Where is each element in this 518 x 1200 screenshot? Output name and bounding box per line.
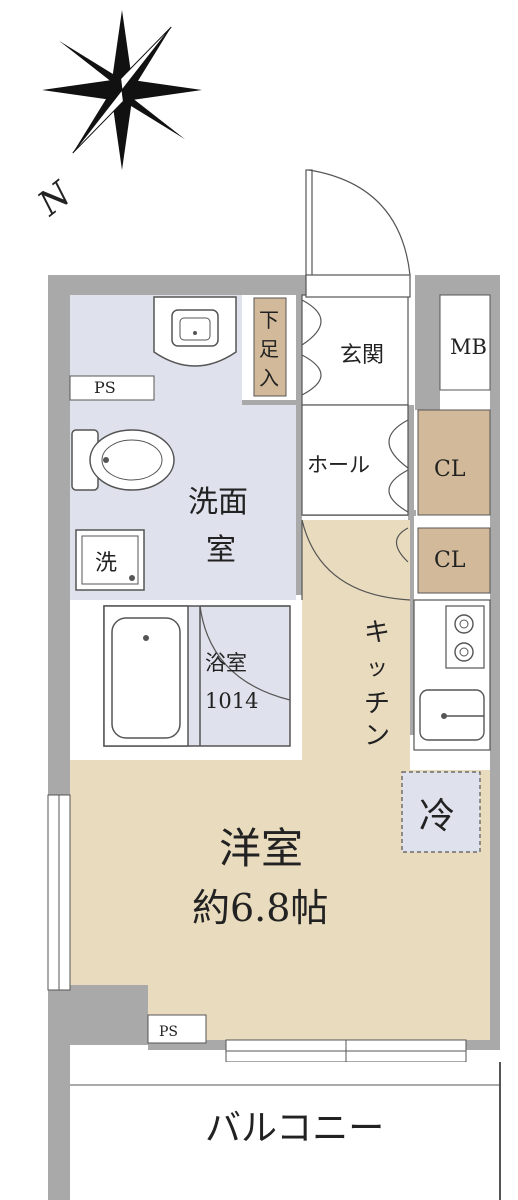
- sink-icon: [153, 296, 237, 367]
- entrance-door: [305, 169, 411, 298]
- genkan-label: 玄関: [340, 343, 384, 368]
- stove-icon: [445, 605, 485, 669]
- mb-box: [439, 294, 491, 391]
- cl-upper-label: CL: [434, 457, 466, 482]
- kitchen-sink-icon: [419, 689, 485, 741]
- balcony-label: バルコニー: [205, 1108, 384, 1149]
- genkan-closet-door-swing: [301, 299, 322, 396]
- window-south: [225, 1039, 467, 1063]
- closet-upper: [417, 409, 491, 516]
- north-label: N: [30, 173, 80, 224]
- kitchen-label-1: キ: [364, 618, 390, 648]
- getabako-label-1: 下: [259, 308, 279, 332]
- kitchen-label-2: ッ: [366, 656, 388, 681]
- getabako-label-2: 足: [259, 337, 279, 361]
- bath-door-swing: [199, 605, 291, 701]
- bathtub-icon: [111, 617, 181, 739]
- mb-label: MB: [450, 335, 487, 359]
- kitchen-door-swing: [301, 519, 411, 601]
- washer-label: 洗: [95, 551, 117, 576]
- kitchen-label-4: ン: [364, 721, 390, 751]
- ps-upper-label: PS: [94, 378, 116, 397]
- getabako-label-3: 入: [259, 366, 279, 390]
- western-label-2: 約6.8帖: [192, 886, 328, 930]
- fridge-box: [401, 771, 481, 853]
- ps-upper-box: [69, 375, 155, 401]
- toilet-icon: [71, 429, 175, 491]
- fridge-label: 冷: [419, 796, 455, 837]
- ps-lower-label: PS: [159, 1024, 178, 1040]
- western-room-floor: [70, 520, 490, 1040]
- bath-label-1: 浴室: [205, 651, 247, 675]
- senmen-label-2: 室: [206, 533, 236, 568]
- window-west: [47, 794, 71, 991]
- hall-label: ホール: [307, 453, 370, 477]
- ps-lower-box: [147, 1014, 207, 1044]
- compass-rose-icon: [42, 10, 202, 170]
- cl-lower-label: CL: [434, 548, 466, 573]
- kitchen-label-3: チ: [364, 689, 390, 719]
- senmen-room-floor: [70, 295, 296, 600]
- bath-label-2: 1014: [205, 689, 258, 713]
- western-label-1: 洋室: [219, 824, 303, 873]
- getabako-box: [253, 297, 287, 397]
- closet-lower: [417, 527, 491, 594]
- senmen-label-1: 洗面: [188, 485, 248, 520]
